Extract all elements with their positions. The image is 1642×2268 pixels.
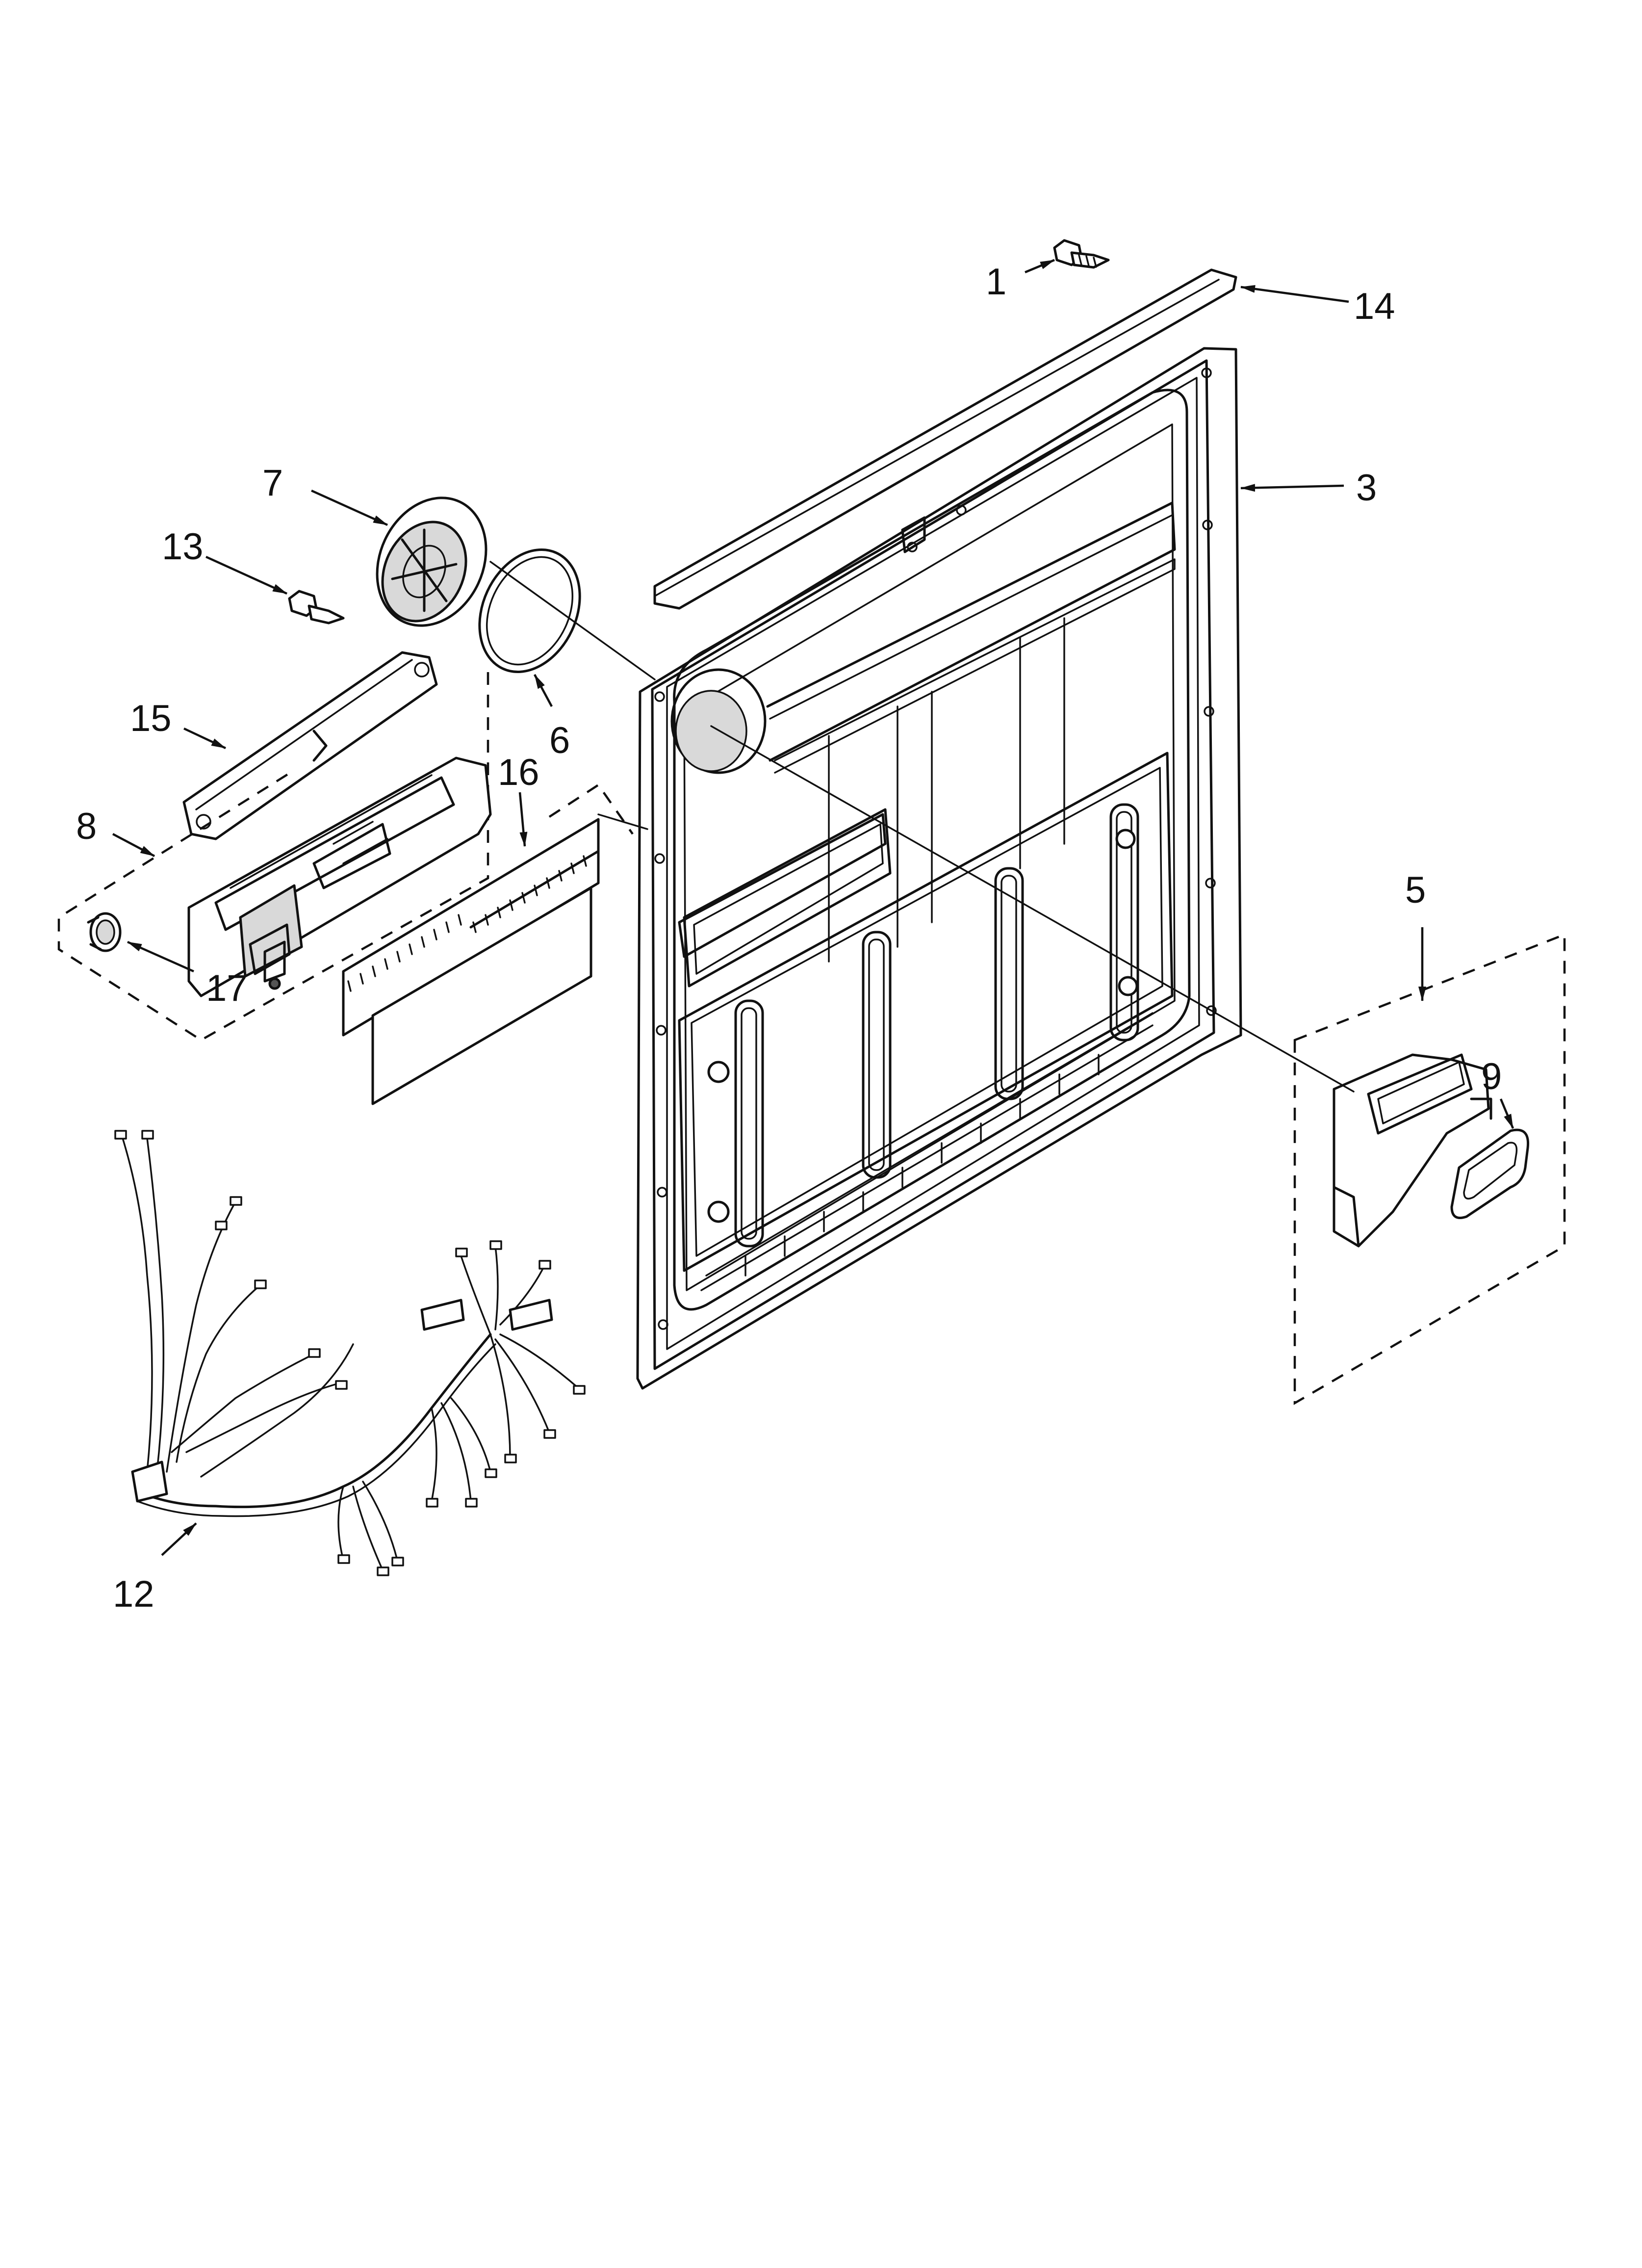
vent-gasket-part-9 [1450, 1128, 1530, 1219]
screw-part-1 [1053, 239, 1110, 269]
dispenser-assembly-part-8 [57, 672, 492, 1042]
callout-13: 13 [162, 526, 204, 568]
callout-5: 5 [1405, 869, 1426, 911]
callout-14: 14 [1354, 286, 1395, 327]
callout-9: 9 [1481, 1056, 1502, 1097]
vent-cover-part-7 [376, 496, 487, 627]
callouts: 1 14 3 7 13 6 15 16 8 17 5 9 12 [76, 261, 1502, 1615]
callout-3: 3 [1356, 467, 1377, 509]
callout-1: 1 [986, 261, 1006, 303]
inner-door-panel [636, 347, 1242, 1390]
gasket-ring-part-6 [478, 548, 581, 673]
callout-17: 17 [206, 967, 248, 1009]
leader-lines [112, 259, 1514, 1556]
callout-7: 7 [262, 462, 283, 504]
callout-12: 12 [113, 1573, 154, 1615]
top-trim-strip [653, 268, 1237, 610]
callout-15: 15 [130, 698, 172, 739]
brush-strip-part-16 [342, 783, 634, 1105]
vent-assembly-part-5 [1293, 933, 1566, 1405]
callout-8: 8 [76, 806, 97, 847]
screw-part-13 [288, 590, 345, 625]
callout-16: 16 [498, 752, 539, 793]
wire-harness-part-12 [114, 1130, 586, 1576]
callout-6: 6 [549, 720, 570, 761]
